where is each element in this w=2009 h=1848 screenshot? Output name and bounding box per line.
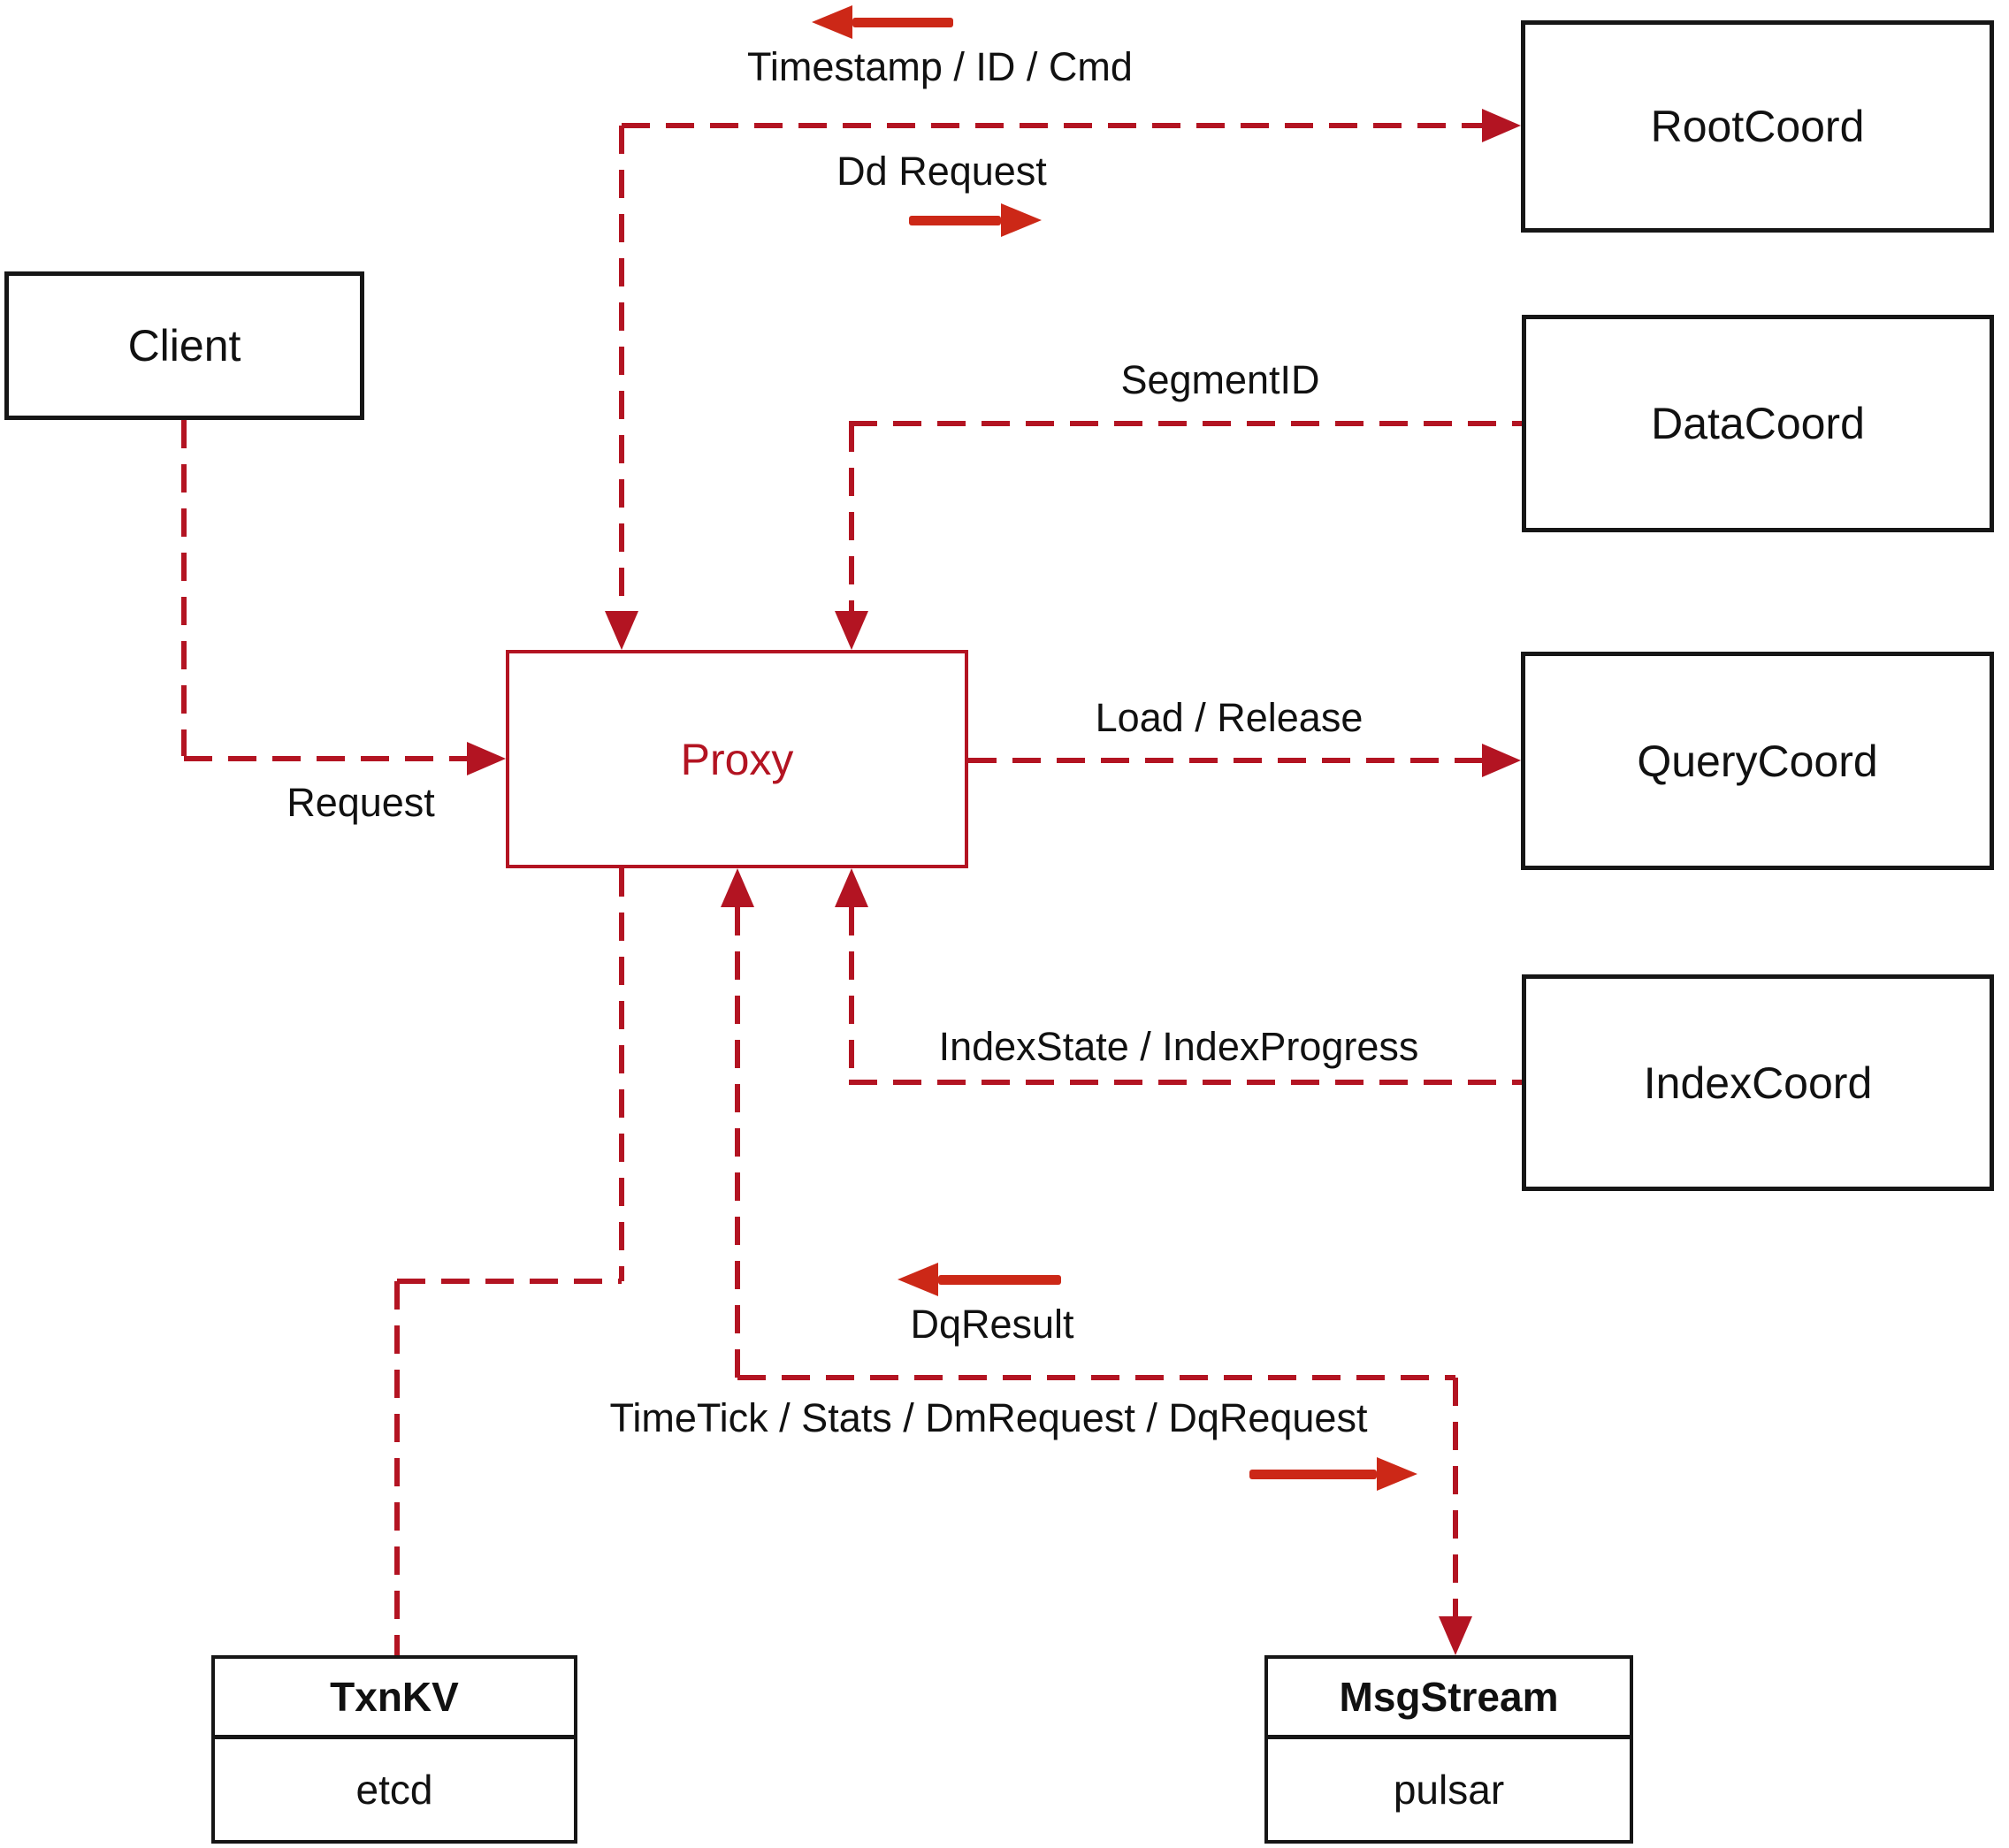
arrow-right-icon (1377, 1457, 1417, 1491)
node-querycoord-label: QueryCoord (1637, 736, 1878, 786)
edge-datacoord-proxy-horizontal (849, 421, 1522, 426)
node-msgstream-subtitle: pulsar (1393, 1767, 1505, 1813)
edge-client-proxy-vertical (181, 420, 187, 756)
edge-proxy-msgstream-vertical-lower (1453, 1378, 1458, 1616)
node-proxy-label: Proxy (680, 734, 794, 784)
direction-arrow-timetick-right (1249, 1457, 1417, 1491)
edge-label-index-state: IndexState / IndexProgress (938, 1024, 1419, 1069)
edge-proxy-msgstream-horizontal (737, 1375, 1455, 1380)
node-msgstream: MsgStream pulsar (1264, 1655, 1633, 1844)
edge-label-dd-request: Dd Request (836, 149, 1047, 194)
edge-label-segment-id: SegmentID (1120, 357, 1320, 402)
node-client-label: Client (127, 321, 241, 370)
edge-proxy-msgstream-vertical-upper (735, 907, 740, 1378)
arrowhead-into-rootcoord (1482, 109, 1521, 142)
node-datacoord: DataCoord (1522, 315, 1994, 532)
node-msgstream-title: MsgStream (1268, 1659, 1630, 1739)
node-datacoord-label: DataCoord (1651, 399, 1865, 448)
edge-label-request: Request (286, 780, 435, 825)
arrow-right-icon (1001, 203, 1042, 237)
edge-label-timetick: TimeTick / Stats / DmRequest / DqRequest (609, 1395, 1368, 1440)
node-txnkv: TxnKV etcd (211, 1655, 577, 1844)
edge-client-proxy-horizontal (184, 756, 467, 761)
edge-proxy-querycoord-horizontal (968, 758, 1482, 763)
edge-proxy-txnkv-horizontal (397, 1279, 622, 1284)
edge-proxy-rootcoord-vertical (619, 126, 624, 612)
node-proxy: Proxy (506, 650, 968, 868)
arrowhead-into-proxy-bottom-left (721, 868, 754, 907)
edge-indexcoord-proxy-vertical (849, 907, 854, 1082)
arrowhead-into-proxy-top-right (835, 611, 868, 650)
edge-label-load-release: Load / Release (1095, 695, 1364, 740)
edge-proxy-rootcoord-horizontal (622, 123, 1482, 128)
node-querycoord: QueryCoord (1521, 652, 1994, 870)
node-rootcoord: RootCoord (1521, 20, 1994, 233)
edge-proxy-txnkv-vertical-lower (394, 1281, 400, 1655)
node-txnkv-subtitle: etcd (355, 1767, 433, 1813)
arrowhead-into-proxy-left (467, 742, 506, 775)
arrowhead-into-msgstream (1439, 1616, 1472, 1655)
direction-arrow-timestamp-left (812, 5, 953, 39)
edge-label-dq-result: DqResult (910, 1302, 1074, 1347)
direction-arrow-ddrequest-right (909, 203, 1042, 237)
arrow-left-icon (812, 5, 852, 39)
direction-arrow-dqresult-left (898, 1263, 1061, 1296)
edge-proxy-txnkv-vertical-upper (619, 868, 624, 1281)
arrowhead-into-querycoord (1482, 744, 1521, 777)
node-indexcoord: IndexCoord (1522, 974, 1994, 1191)
arrowhead-into-proxy-bottom-right (835, 868, 868, 907)
edge-datacoord-proxy-vertical (849, 424, 854, 611)
node-client: Client (4, 271, 364, 420)
node-txnkv-title: TxnKV (215, 1659, 574, 1739)
node-rootcoord-label: RootCoord (1650, 102, 1865, 151)
node-indexcoord-label: IndexCoord (1643, 1058, 1873, 1108)
arrowhead-into-proxy-top-left (605, 611, 638, 650)
edge-label-timestamp-id-cmd: Timestamp / ID / Cmd (747, 44, 1133, 89)
arrow-left-icon (898, 1263, 938, 1296)
edge-indexcoord-proxy-horizontal (849, 1080, 1522, 1085)
